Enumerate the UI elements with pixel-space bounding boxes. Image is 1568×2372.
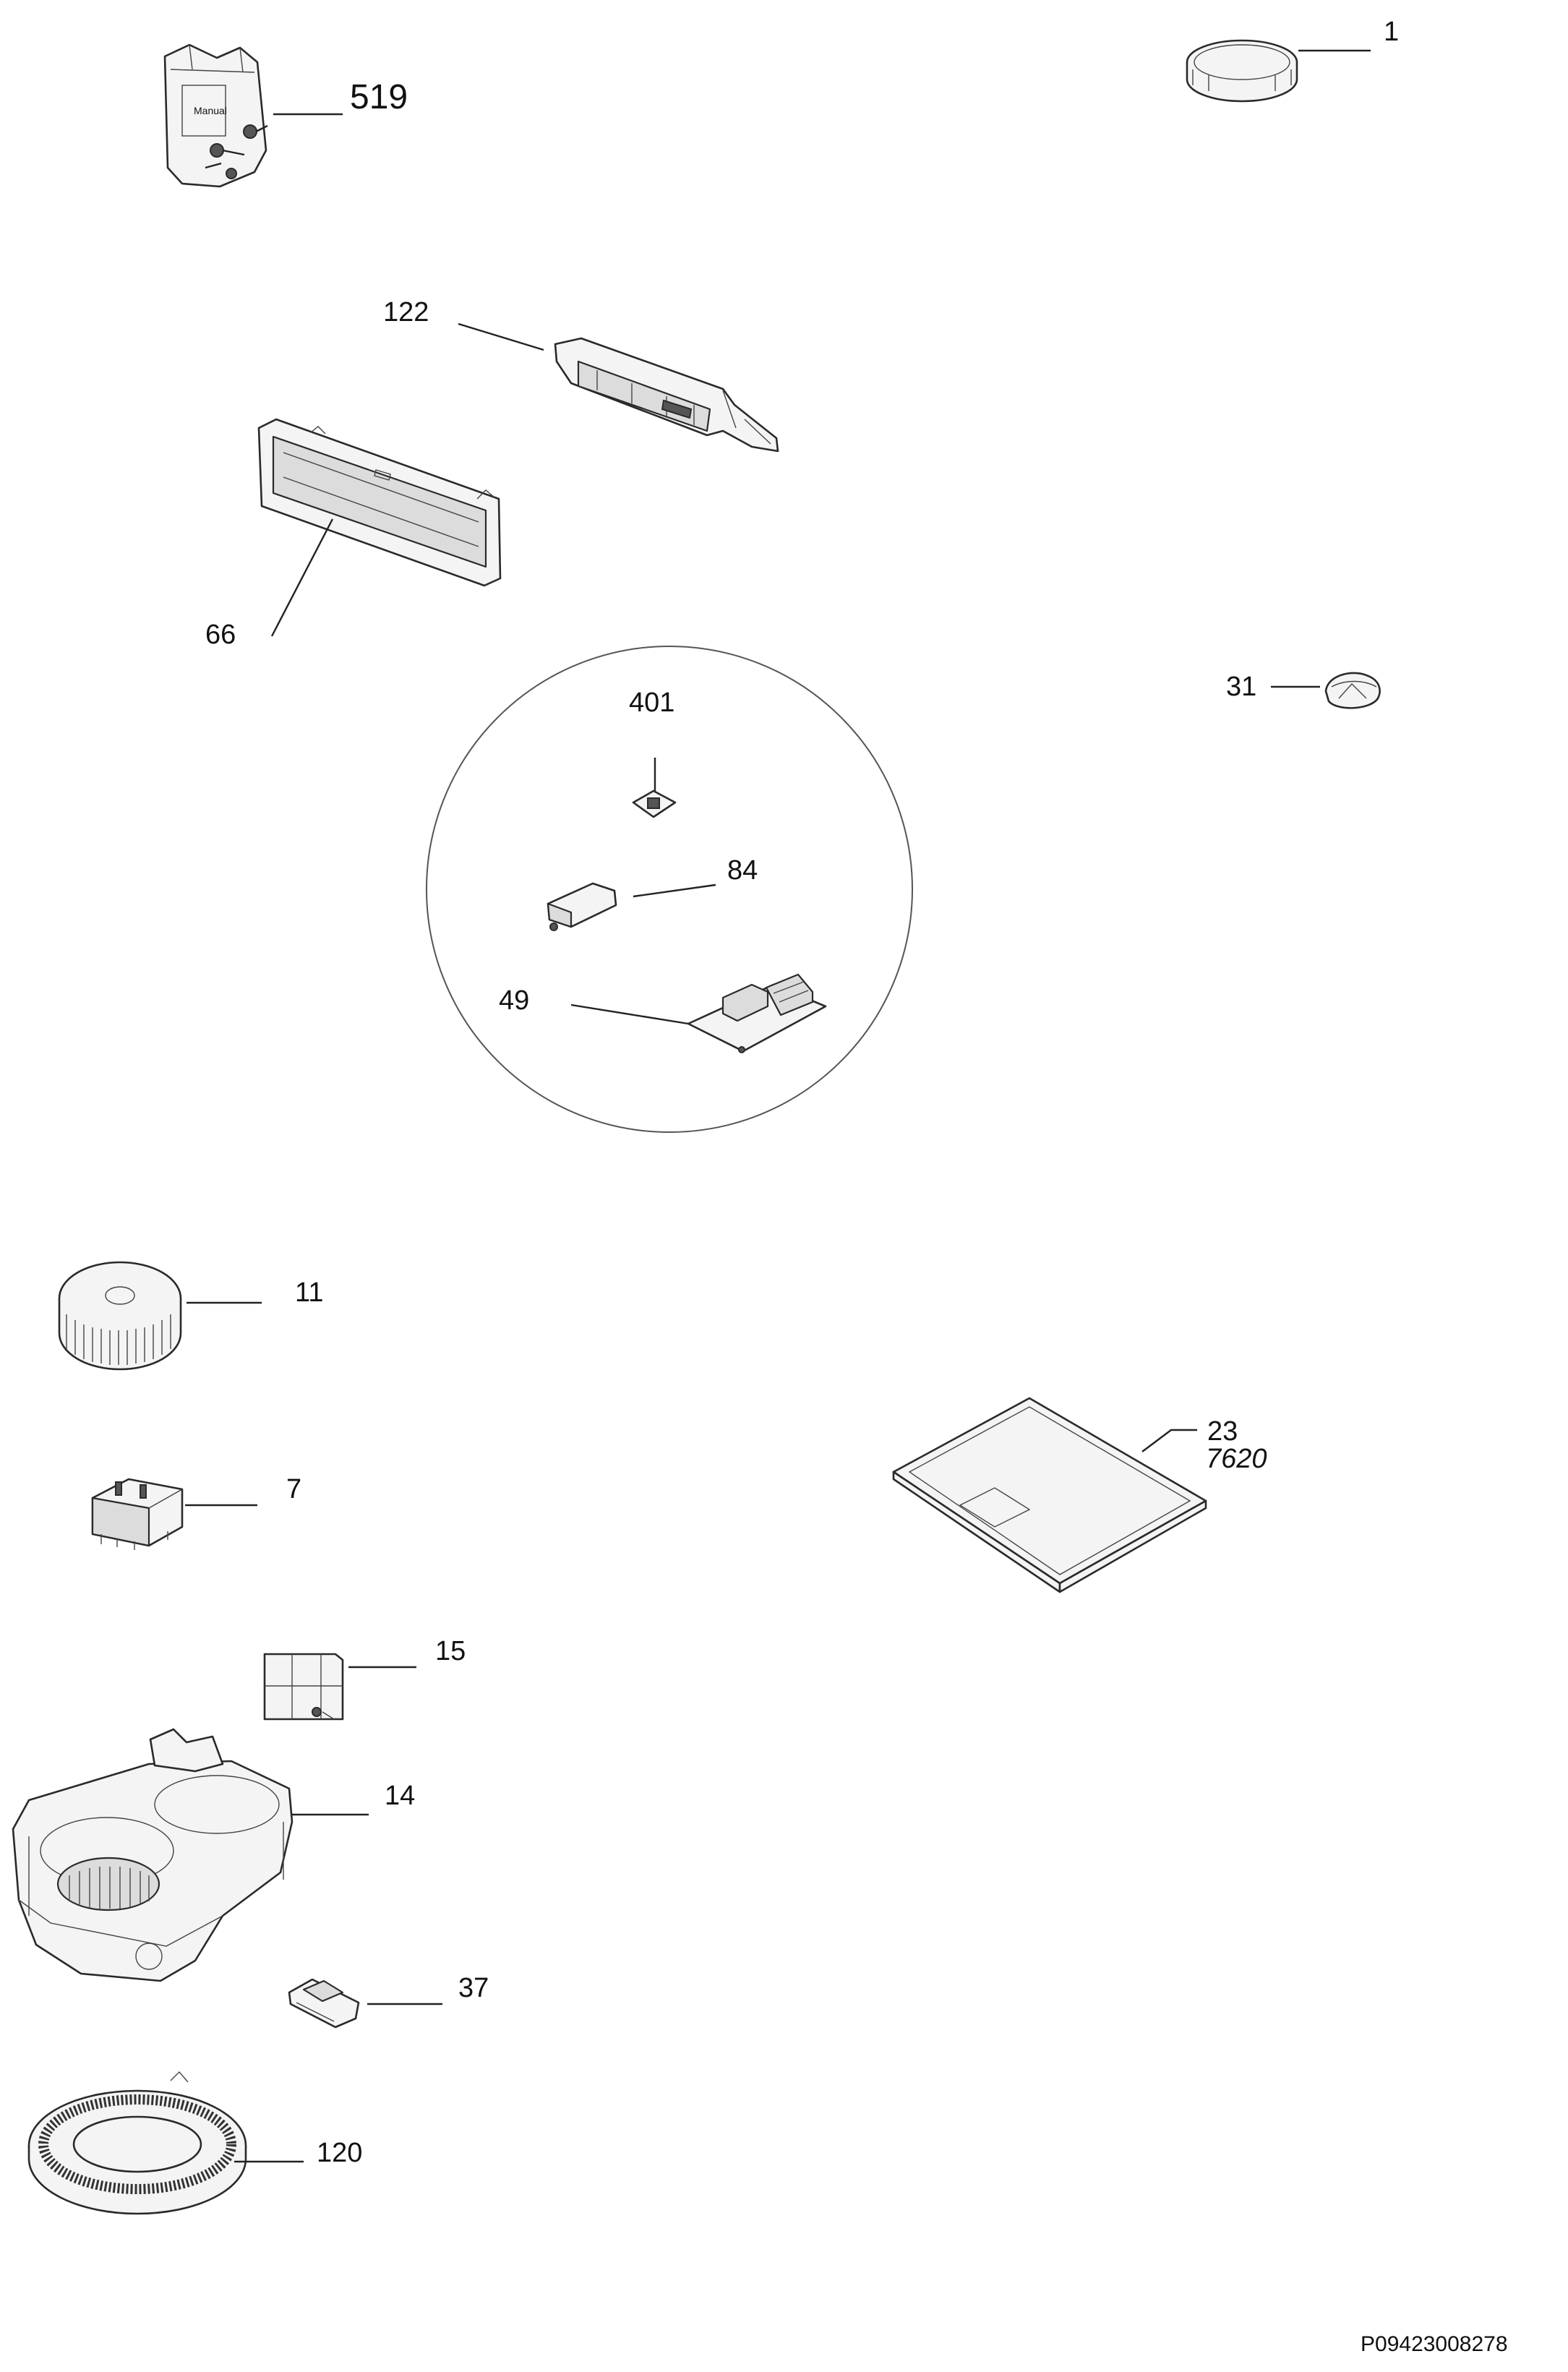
- part-number-11: 11: [295, 1277, 323, 1308]
- part-7-switch-block[interactable]: 7: [91, 1474, 301, 1550]
- detail-magnifier-circle: [426, 646, 913, 1133]
- part-122-control-module[interactable]: 122: [383, 297, 779, 453]
- drawing-reference-number: P09423008278: [1361, 2332, 1508, 2356]
- part-84-led-driver[interactable]: 84: [547, 855, 758, 931]
- part-120-carbon-filter[interactable]: 120: [27, 2071, 362, 2215]
- leader-line: [570, 1003, 689, 1025]
- part-number-37: 37: [458, 1973, 489, 2003]
- part-number-23: 23: [1207, 1416, 1238, 1447]
- part-1-ring-collar[interactable]: 1: [1186, 17, 1399, 103]
- part-number-49: 49: [499, 985, 529, 1016]
- part-66-control-panel-frame[interactable]: 66: [205, 418, 502, 650]
- part-number-84: 84: [727, 855, 758, 886]
- part-number-15: 15: [435, 1636, 466, 1666]
- part-number-14: 14: [385, 1781, 415, 1811]
- part-15-wiring-bracket[interactable]: 15: [263, 1636, 466, 1721]
- part-number-401: 401: [629, 688, 674, 718]
- leader-line: [270, 518, 334, 637]
- part-alt-number-7620: 7620: [1206, 1444, 1267, 1474]
- part-number-66: 66: [205, 620, 236, 650]
- leader-line: [1141, 1429, 1197, 1452]
- part-number-7: 7: [286, 1474, 301, 1504]
- screw-icon: [205, 124, 268, 179]
- part-11-fan-impeller[interactable]: 11: [58, 1261, 323, 1371]
- part-14-motor-housing[interactable]: 14: [12, 1728, 415, 1982]
- impeller-blades: [66, 1314, 171, 1365]
- part-23-grease-filter[interactable]: 23 7620: [892, 1397, 1267, 1593]
- leader-line: [633, 883, 716, 898]
- part-number-31: 31: [1226, 672, 1256, 702]
- filter-mesh: [38, 2094, 236, 2194]
- part-401-small-component[interactable]: 401: [629, 688, 677, 818]
- part-number-120: 120: [317, 2138, 362, 2168]
- part-number-122: 122: [383, 297, 429, 327]
- part-number-519: 519: [350, 78, 408, 116]
- part-519-accessory-bag[interactable]: Manual 519: [163, 43, 408, 188]
- part-49-circuit-board[interactable]: 49: [499, 973, 827, 1053]
- part-31-knob[interactable]: 31: [1226, 672, 1381, 709]
- bag-label-text: Manual: [194, 105, 227, 116]
- part-number-1: 1: [1384, 17, 1399, 47]
- part-37-lamp-holder[interactable]: 37: [288, 1973, 489, 2029]
- leader-line: [458, 322, 544, 351]
- motor-coil-detail: [56, 1857, 160, 1911]
